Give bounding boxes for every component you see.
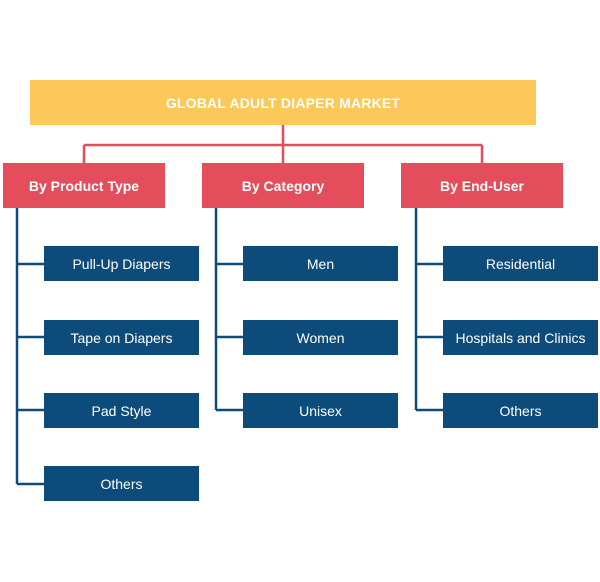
leaf-label: Others: [100, 475, 143, 492]
leaf-label: Pad Style: [91, 402, 152, 419]
leaf-node-hospitals-and-clinics: Hospitals and Clinics: [443, 320, 598, 355]
leaf-label: Men: [306, 255, 335, 272]
leaf-label: Others: [499, 402, 542, 419]
leaf-node-residential: Residential: [443, 246, 598, 281]
leaf-label: Hospitals and Clinics: [455, 329, 586, 346]
leaf-label: Residential: [485, 255, 556, 272]
leaf-label: Pull-Up Diapers: [72, 255, 171, 272]
leaf-node-others-product: Others: [44, 466, 199, 501]
category-label: By Product Type: [28, 177, 140, 194]
leaf-node-men: Men: [243, 246, 398, 281]
category-connectors: [214, 208, 243, 412]
product-type-connectors: [15, 208, 44, 486]
leaf-node-pad-style: Pad Style: [44, 393, 199, 428]
leaf-node-women: Women: [243, 320, 398, 355]
category-node-category: By Category: [202, 163, 364, 208]
leaf-node-unisex: Unisex: [243, 393, 398, 428]
end-user-connectors: [414, 208, 443, 412]
leaf-node-pull-up-diapers: Pull-Up Diapers: [44, 246, 199, 281]
leaf-node-others-end-user: Others: [443, 393, 598, 428]
leaf-label: Unisex: [299, 402, 342, 419]
leaf-node-tape-on-diapers: Tape on Diapers: [44, 320, 199, 355]
category-label: By Category: [241, 177, 325, 194]
leaf-label: Women: [296, 329, 345, 346]
leaf-label: Tape on Diapers: [70, 329, 173, 346]
root-node: GLOBAL ADULT DIAPER MARKET: [30, 80, 536, 125]
category-node-product-type: By Product Type: [3, 163, 165, 208]
category-node-end-user: By End-User: [401, 163, 563, 208]
root-label: GLOBAL ADULT DIAPER MARKET: [165, 94, 401, 111]
category-label: By End-User: [439, 177, 525, 194]
root-connectors: [82, 125, 484, 163]
